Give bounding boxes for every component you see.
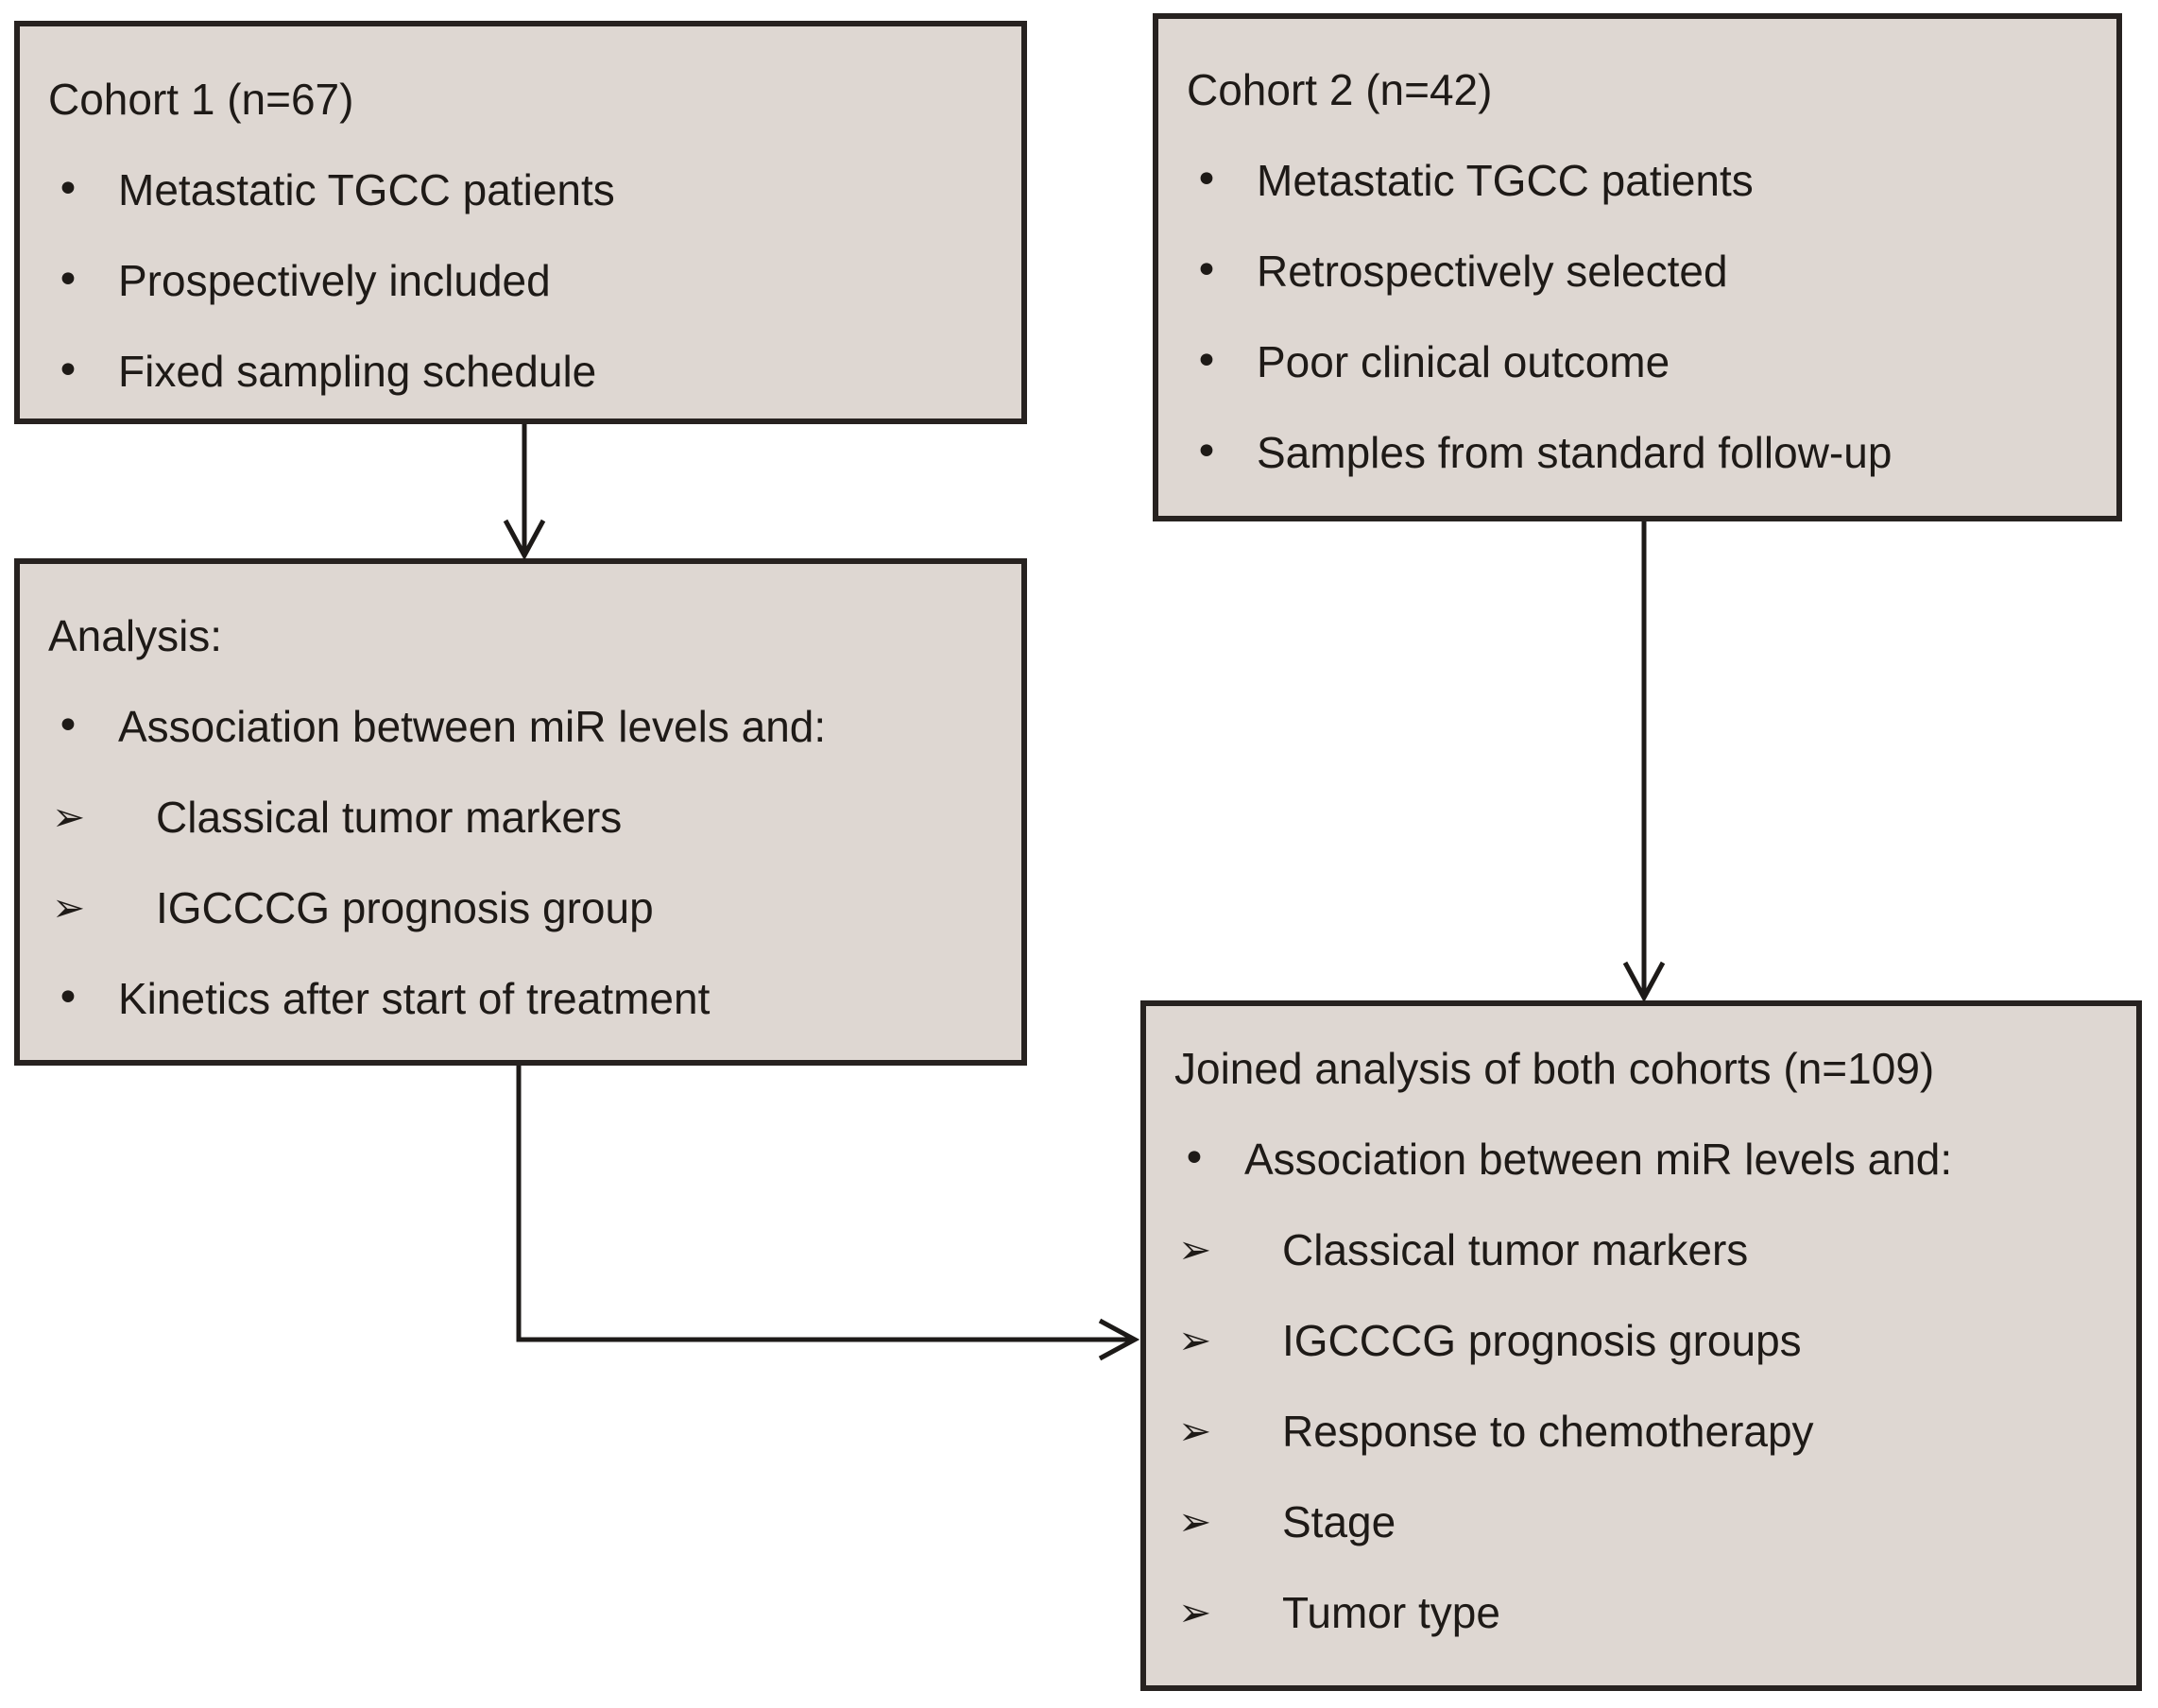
list-item-label: Metastatic TGCC patients [1257, 156, 1754, 205]
arrowhead-bullet-icon: ➢ [1178, 1408, 1212, 1454]
analysis-box: Analysis: • Association between miR leve… [14, 558, 1027, 1066]
list-item: ➢ IGCCCG prognosis group [20, 863, 1021, 953]
box-title: Joined analysis of both cohorts (n=109) [1174, 1044, 1935, 1093]
list-item-label: Tumor type [1282, 1588, 1500, 1637]
list-item-label: Poor clinical outcome [1257, 337, 1670, 386]
list-item: • Association between miR levels and: [1146, 1114, 2136, 1204]
analysis-title-line: Analysis: [20, 590, 1021, 681]
box-title: Analysis: [48, 611, 223, 660]
list-item-label: Response to chemotherapy [1282, 1407, 1814, 1456]
arrowhead-bullet-icon: ➢ [1178, 1226, 1212, 1272]
list-item-label: Classical tumor markers [156, 793, 623, 842]
list-item-label: Metastatic TGCC patients [118, 165, 615, 214]
list-item: • Metastatic TGCC patients [1158, 135, 2116, 226]
list-item: • Metastatic TGCC patients [20, 145, 1021, 235]
list-item: • Fixed sampling schedule [20, 326, 1021, 417]
cohort2-box: Cohort 2 (n=42) • Metastatic TGCC patien… [1153, 13, 2122, 521]
dot-bullet-icon: • [56, 702, 80, 750]
dot-bullet-icon: • [1194, 247, 1219, 295]
list-item: • Kinetics after start of treatment [20, 953, 1021, 1044]
dot-bullet-icon: • [56, 165, 80, 214]
list-item: • Association between miR levels and: [20, 681, 1021, 772]
joined-title-line: Joined analysis of both cohorts (n=109) [1146, 1023, 2136, 1114]
list-item-label: Kinetics after start of treatment [118, 974, 711, 1023]
arrow-analysis-to-joined [516, 1066, 1140, 1361]
arrowhead-bullet-icon: ➢ [1178, 1317, 1212, 1363]
dot-bullet-icon: • [1194, 156, 1219, 204]
list-item-label: Fixed sampling schedule [118, 347, 597, 396]
list-item-label: Stage [1282, 1497, 1396, 1546]
list-item: ➢ Stage [1146, 1477, 2136, 1567]
list-item-label: Prospectively included [118, 256, 551, 305]
dot-bullet-icon: • [1194, 428, 1219, 476]
arrowhead-bullet-icon: ➢ [1178, 1498, 1212, 1545]
list-item: • Poor clinical outcome [1158, 316, 2116, 407]
cohort1-title-line: Cohort 1 (n=67) [20, 54, 1021, 145]
dot-bullet-icon: • [56, 347, 80, 395]
cohort2-title-line: Cohort 2 (n=42) [1158, 44, 2116, 135]
arrow-cohort1-to-analysis [503, 424, 546, 561]
arrowhead-bullet-icon: ➢ [52, 884, 86, 931]
box-title: Cohort 2 (n=42) [1187, 65, 1493, 114]
list-item-label: Retrospectively selected [1257, 247, 1728, 296]
arrowhead-bullet-icon: ➢ [1178, 1589, 1212, 1635]
list-item: • Samples from standard follow-up [1158, 407, 2116, 498]
list-item-label: Association between miR levels and: [1244, 1135, 1953, 1184]
list-item: ➢ Tumor type [1146, 1567, 2136, 1658]
list-item: • Retrospectively selected [1158, 226, 2116, 316]
arrow-cohort2-to-joined [1622, 521, 1666, 1003]
list-item-label: IGCCCG prognosis groups [1282, 1316, 1802, 1365]
dot-bullet-icon: • [1182, 1135, 1207, 1183]
list-item-label: IGCCCG prognosis group [156, 883, 654, 932]
list-item: ➢ IGCCCG prognosis groups [1146, 1295, 2136, 1386]
arrowhead-bullet-icon: ➢ [52, 794, 86, 840]
dot-bullet-icon: • [56, 256, 80, 304]
box-title: Cohort 1 (n=67) [48, 75, 354, 124]
list-item: ➢ Classical tumor markers [1146, 1204, 2136, 1295]
list-item: • Prospectively included [20, 235, 1021, 326]
dot-bullet-icon: • [56, 974, 80, 1022]
joined-analysis-box: Joined analysis of both cohorts (n=109) … [1140, 1000, 2142, 1691]
dot-bullet-icon: • [1194, 337, 1219, 385]
list-item: ➢ Classical tumor markers [20, 772, 1021, 863]
list-item: ➢ Response to chemotherapy [1146, 1386, 2136, 1477]
list-item-label: Association between miR levels and: [118, 702, 827, 751]
list-item-label: Classical tumor markers [1282, 1225, 1749, 1274]
list-item-label: Samples from standard follow-up [1257, 428, 1893, 477]
cohort1-box: Cohort 1 (n=67) • Metastatic TGCC patien… [14, 21, 1027, 424]
